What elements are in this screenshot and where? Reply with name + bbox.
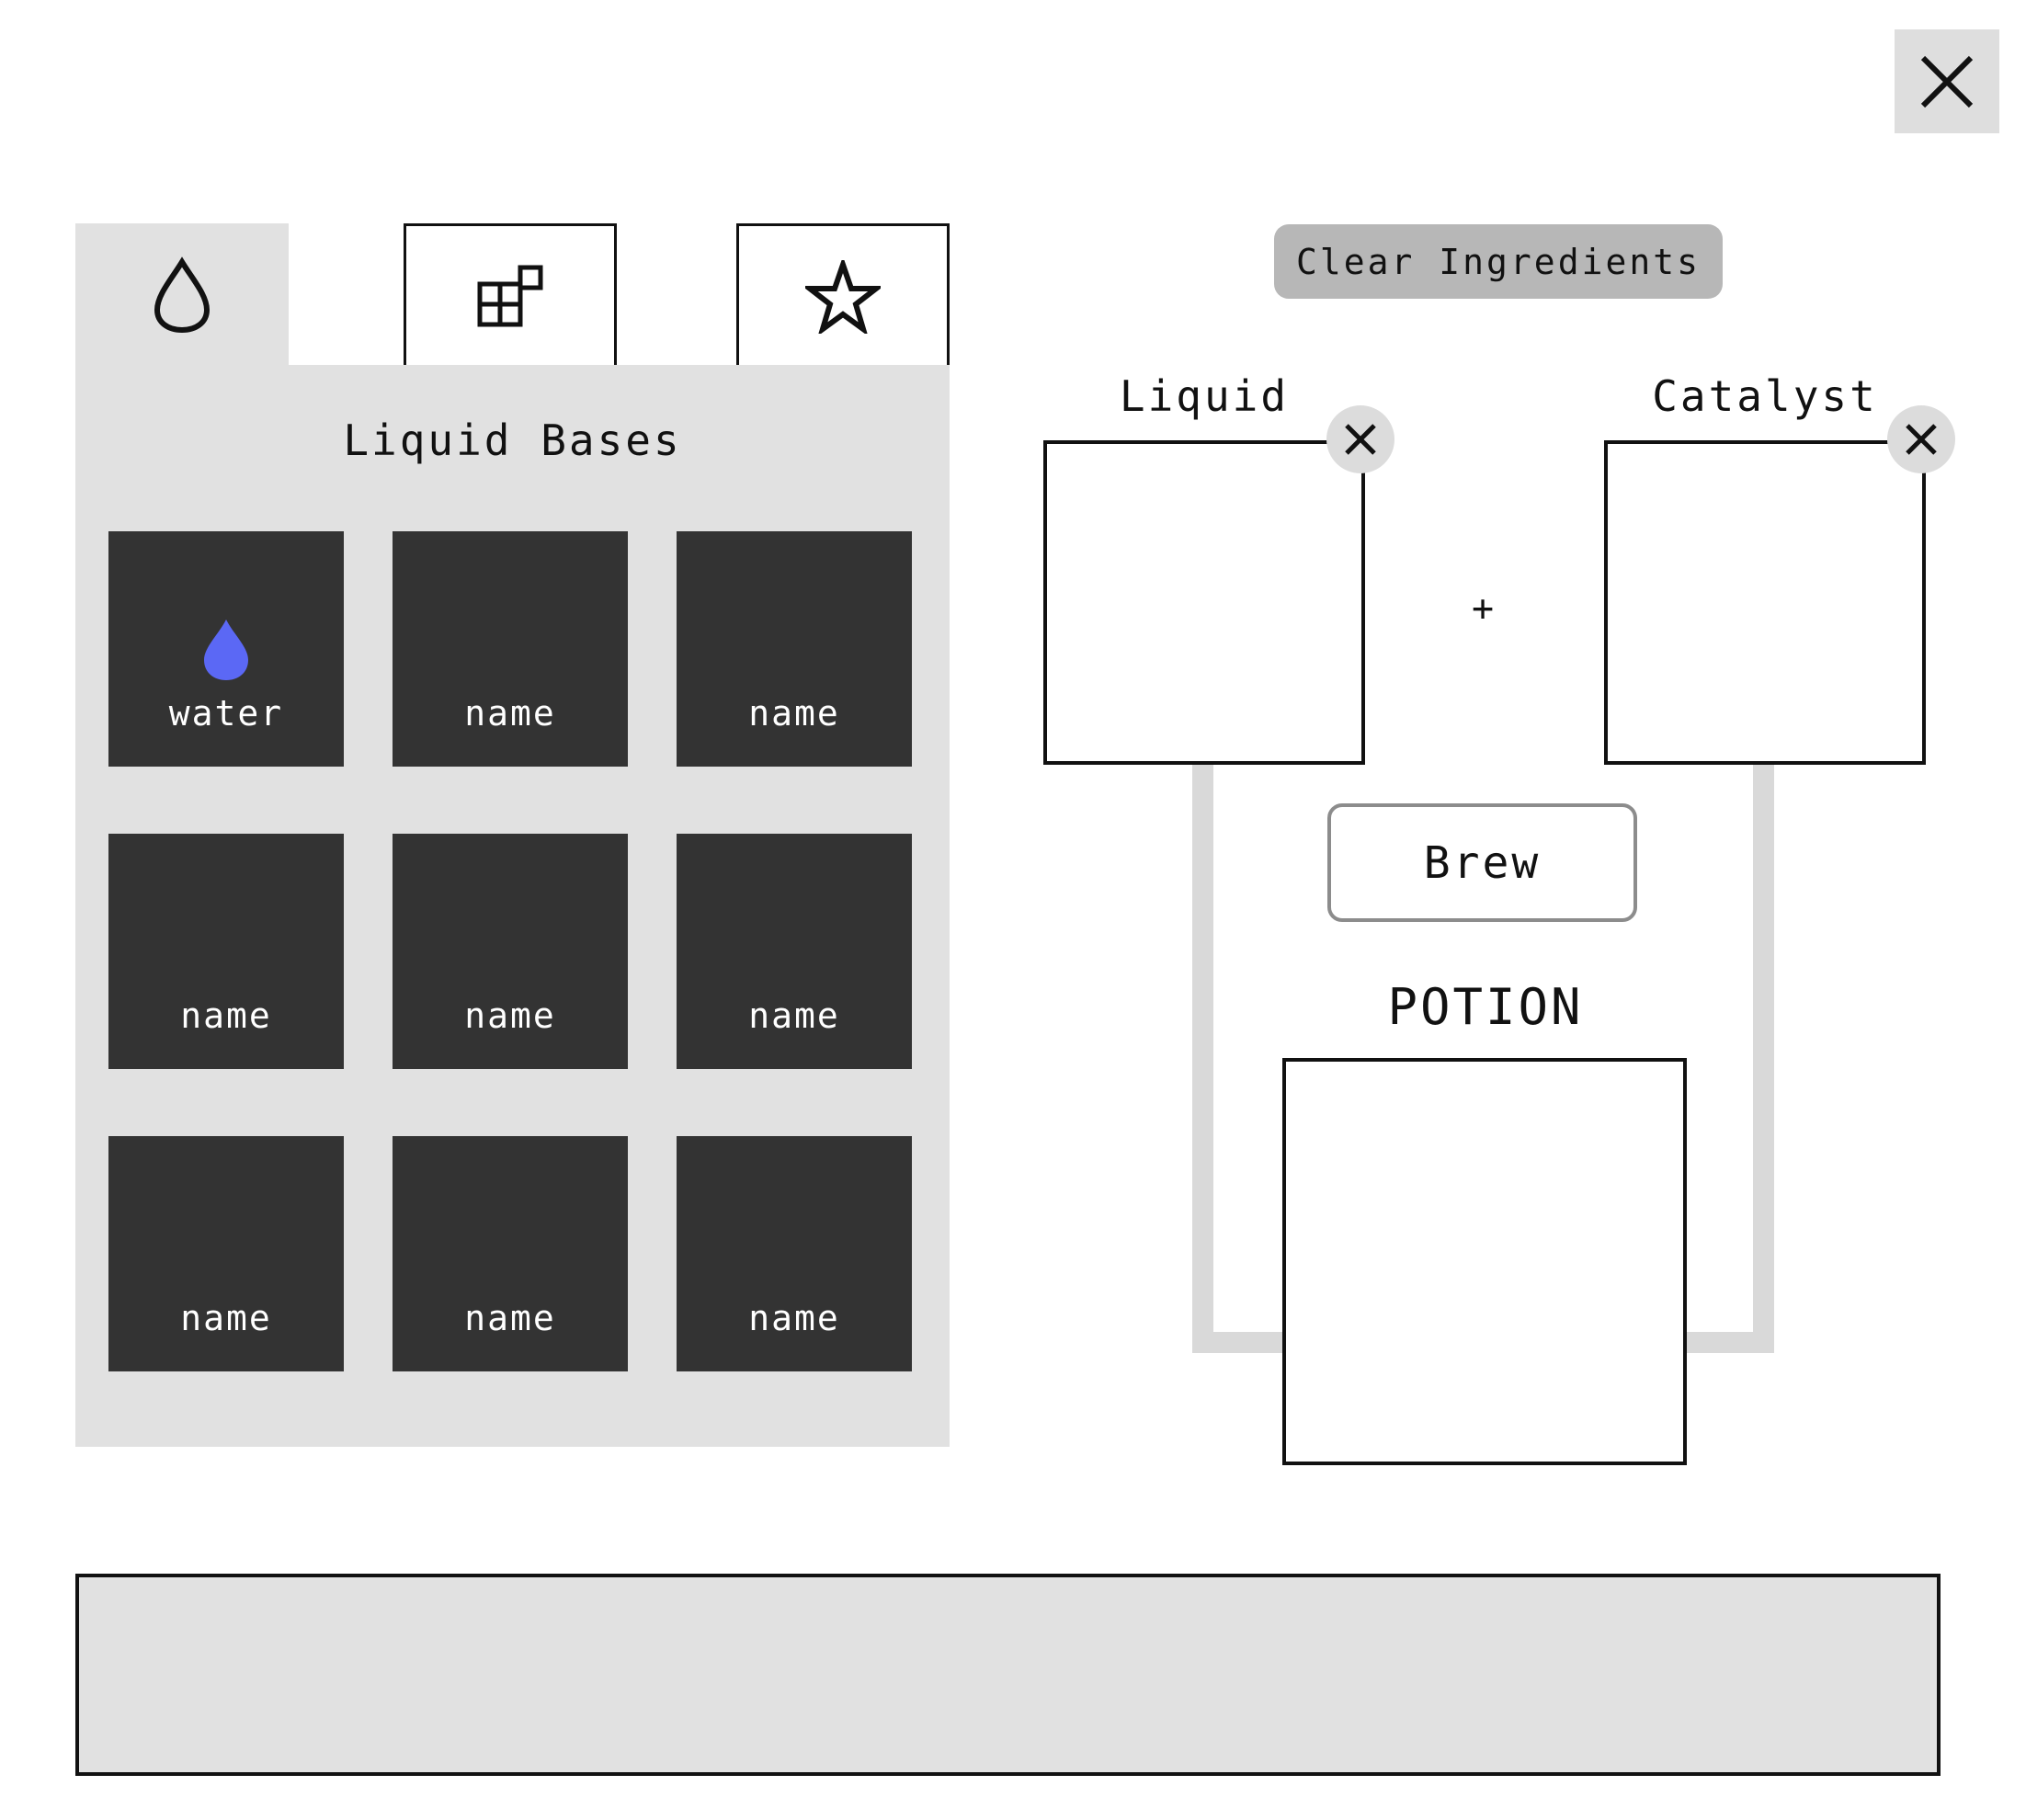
catalyst-drop-slot[interactable] [1604, 440, 1926, 765]
remove-catalyst-button[interactable] [1887, 405, 1955, 473]
connector-line-right-bottom [1678, 1332, 1774, 1353]
ingredient-slot-label: name [464, 995, 556, 1036]
ingredient-slot[interactable]: name [108, 1136, 344, 1371]
close-window-button[interactable] [1895, 29, 1999, 133]
liquid-drop-slot[interactable] [1043, 440, 1365, 765]
catalyst-slot-label: Catalyst [1652, 371, 1878, 421]
tab-liquids[interactable] [75, 223, 289, 368]
ingredient-slot-label: name [464, 1298, 556, 1338]
message-bar [75, 1574, 1941, 1776]
plus-symbol: + [1471, 587, 1495, 630]
clear-ingredients-button[interactable]: Clear Ingredients [1274, 224, 1723, 299]
ingredient-slot-label: name [464, 693, 556, 734]
remove-liquid-button[interactable] [1326, 405, 1394, 473]
ingredient-slot-label: water [168, 693, 284, 734]
ingredient-slot-label: name [748, 995, 840, 1036]
droplet-outline-icon [154, 256, 211, 333]
ingredient-slot-water[interactable]: water [108, 531, 344, 767]
blocks-icon [477, 265, 543, 326]
ingredient-slot[interactable]: name [393, 834, 628, 1069]
ingredient-slot[interactable]: name [108, 834, 344, 1069]
connector-line-right [1753, 765, 1774, 1353]
close-icon [1906, 424, 1937, 455]
water-drop-icon [204, 620, 248, 680]
ingredient-slot-label: name [180, 995, 272, 1036]
connector-line-left-bottom [1192, 1332, 1293, 1353]
ingredient-slot[interactable]: name [393, 1136, 628, 1371]
ingredient-slot-label: name [748, 1298, 840, 1338]
connector-line-left [1192, 765, 1213, 1353]
liquid-slot-label: Liquid [1119, 371, 1290, 421]
tab-favorites[interactable] [736, 223, 950, 367]
close-icon [1920, 55, 1974, 108]
tab-ingredients[interactable] [404, 223, 617, 367]
ingredient-slot[interactable]: name [677, 1136, 912, 1371]
ingredient-slot-label: name [748, 693, 840, 734]
ingredient-slot[interactable]: name [393, 531, 628, 767]
ingredient-slot[interactable]: name [677, 531, 912, 767]
ingredient-slot[interactable]: name [677, 834, 912, 1069]
potion-result-slot[interactable] [1282, 1058, 1687, 1465]
inventory-title: Liquid Bases [343, 415, 682, 465]
close-icon [1345, 424, 1376, 455]
potion-label: POTION [1387, 978, 1584, 1036]
ingredient-slot-label: name [180, 1298, 272, 1338]
brew-button[interactable]: Brew [1327, 803, 1637, 922]
star-icon [805, 259, 881, 334]
